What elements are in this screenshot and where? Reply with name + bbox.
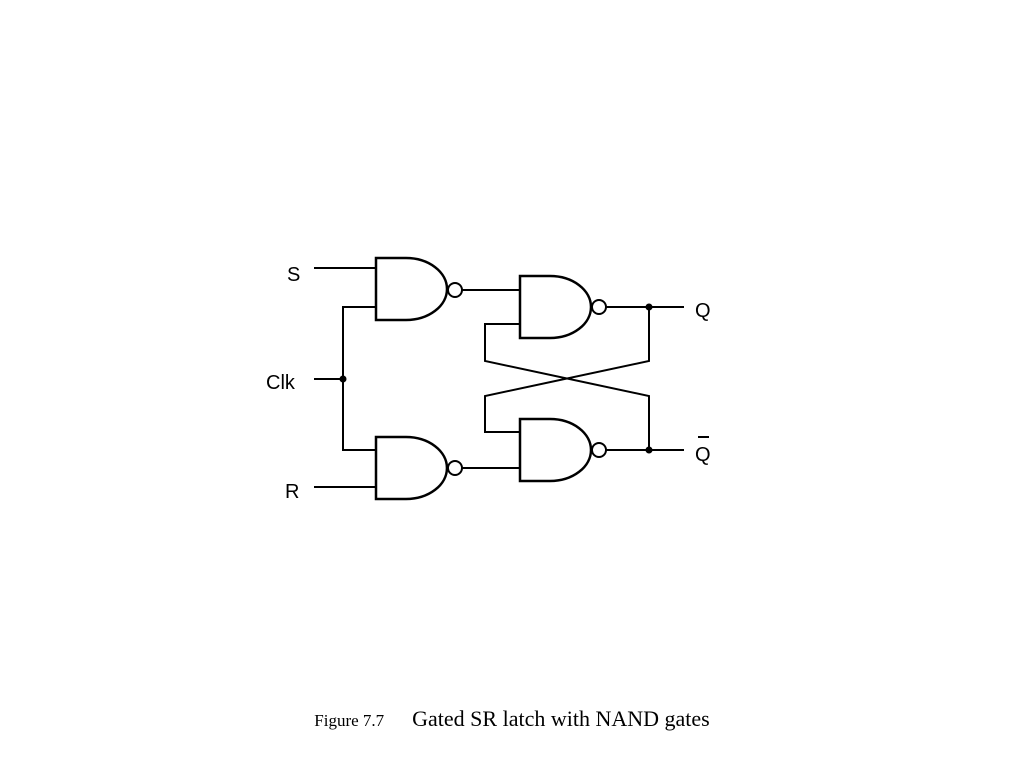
junction-qbar [645, 446, 653, 454]
nand-gate-3 [518, 274, 607, 340]
figure-caption: Figure 7.7 Gated SR latch with NAND gate… [0, 706, 1024, 732]
label-q-bar: Q [695, 444, 711, 466]
nand-gate-4 [518, 417, 607, 483]
figure-title: Gated SR latch with NAND gates [412, 706, 710, 731]
wire-feedback-qbar [484, 323, 650, 450]
wire-feedback-q [484, 307, 650, 433]
wires [314, 267, 684, 488]
nand-gate-2 [374, 435, 463, 501]
junction-q [645, 303, 653, 311]
junction-clk [339, 375, 347, 383]
wire-clk-top [342, 306, 376, 451]
figure-number: Figure 7.7 [314, 711, 385, 730]
label-r: R [285, 481, 299, 503]
label-q: Q [695, 300, 711, 322]
label-clk: Clk [266, 372, 296, 394]
label-s: S [287, 264, 300, 286]
nand-gate-1 [374, 256, 463, 322]
